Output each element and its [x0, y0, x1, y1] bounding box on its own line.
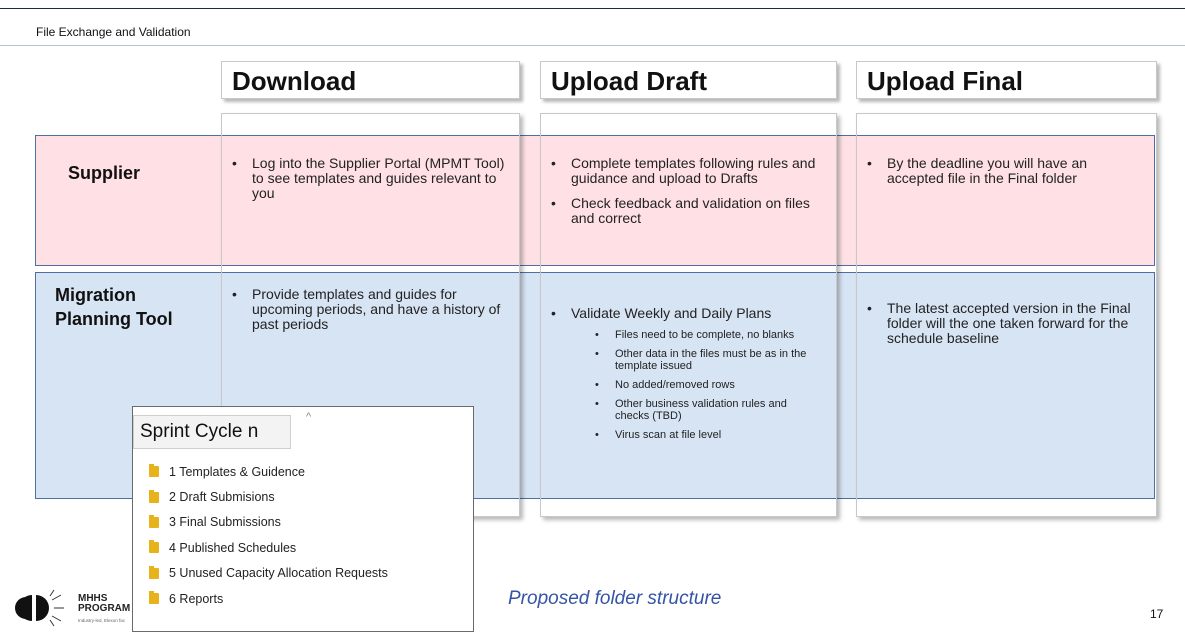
- mhhs-logo-icon: [15, 589, 64, 627]
- bullet-item: Check feedback and validation on files a…: [551, 196, 821, 226]
- folder-label: 1 Templates & Guidence: [169, 464, 305, 479]
- mpt-label-line2: Planning Tool: [55, 309, 173, 329]
- mpt-upload-final-cell: The latest accepted version in the Final…: [867, 301, 1147, 356]
- bullet-item: Provide templates and guides for upcomin…: [232, 287, 512, 332]
- upload-draft-column-box: [540, 113, 837, 517]
- bullet-text: Validate Weekly and Daily Plans: [571, 305, 772, 321]
- sub-bullet-item: Other business validation rules and chec…: [595, 398, 816, 422]
- bullet-item: The latest accepted version in the Final…: [867, 301, 1147, 346]
- logo-text: MHHS PROGRAM: [78, 594, 130, 614]
- folder-label: 2 Draft Submisions: [169, 490, 275, 505]
- folder-item[interactable]: 3 Final Submissions: [149, 510, 388, 535]
- caption: Proposed folder structure: [508, 588, 722, 609]
- mpt-upload-draft-cell: Validate Weekly and Daily Plans Files ne…: [551, 306, 816, 451]
- folder-list: 1 Templates & Guidence 2 Draft Submision…: [149, 459, 388, 611]
- folder-icon: [149, 514, 159, 528]
- supplier-upload-draft-cell: Complete templates following rules and g…: [551, 156, 821, 236]
- mpt-label: Migration Planning Tool: [55, 283, 173, 331]
- bullet-item: Log into the Supplier Portal (MPMT Tool)…: [232, 156, 507, 201]
- folder-label: 4 Published Schedules: [169, 540, 297, 555]
- logo-line1: MHHS: [78, 593, 108, 604]
- folder-icon: [149, 464, 159, 478]
- folder-item[interactable]: 6 Reports: [149, 586, 388, 611]
- mpt-label-line1: Migration: [55, 285, 136, 305]
- sub-bullet-item: No added/removed rows: [595, 379, 816, 391]
- folder-icon: [149, 540, 159, 554]
- logo-line2: PROGRAM: [78, 603, 131, 614]
- folder-icon: [149, 489, 159, 503]
- folder-structure-popup: Sprint Cycle n ^ 1 Templates & Guidence …: [132, 406, 474, 632]
- folder-item[interactable]: 4 Published Schedules: [149, 535, 388, 560]
- folder-item[interactable]: 2 Draft Submisions: [149, 484, 388, 509]
- caret-up-icon[interactable]: ^: [306, 411, 312, 423]
- bullet-item: By the deadline you will have an accepte…: [867, 156, 1137, 186]
- supplier-label: Supplier: [68, 163, 141, 183]
- top-rule: [0, 8, 1185, 9]
- upload-final-header: Upload Final: [856, 61, 1157, 99]
- folder-icon: [149, 591, 159, 605]
- folder-label: 3 Final Submissions: [169, 515, 281, 530]
- download-header: Download: [221, 61, 520, 99]
- mpt-download-cell: Provide templates and guides for upcomin…: [232, 287, 512, 342]
- upload-final-column-box: [856, 113, 1157, 517]
- supplier-upload-final-cell: By the deadline you will have an accepte…: [867, 156, 1137, 196]
- folder-item[interactable]: 1 Templates & Guidence: [149, 459, 388, 484]
- upload-draft-header: Upload Draft: [540, 61, 837, 99]
- header-divider: [0, 45, 1185, 46]
- sub-bullet-item: Virus scan at file level: [595, 429, 816, 441]
- sub-bullet-item: Files need to be complete, no blanks: [595, 329, 816, 341]
- folder-icon: [149, 565, 159, 579]
- bullet-item: Complete templates following rules and g…: [551, 156, 821, 186]
- sprint-cycle-title: Sprint Cycle n: [133, 415, 291, 449]
- sub-bullet-item: Other data in the files must be as in th…: [595, 348, 816, 372]
- logo-tagline: Industry-led, Elexon fac: [78, 618, 126, 623]
- folder-item[interactable]: 5 Unused Capacity Allocation Requests: [149, 561, 388, 586]
- folder-label: 6 Reports: [169, 591, 224, 606]
- page-title: File Exchange and Validation: [36, 25, 191, 39]
- folder-label: 5 Unused Capacity Allocation Requests: [169, 566, 388, 581]
- bullet-item: Validate Weekly and Daily Plans Files ne…: [551, 305, 816, 442]
- supplier-download-cell: Log into the Supplier Portal (MPMT Tool)…: [232, 156, 507, 211]
- page-number: 17: [1150, 607, 1164, 621]
